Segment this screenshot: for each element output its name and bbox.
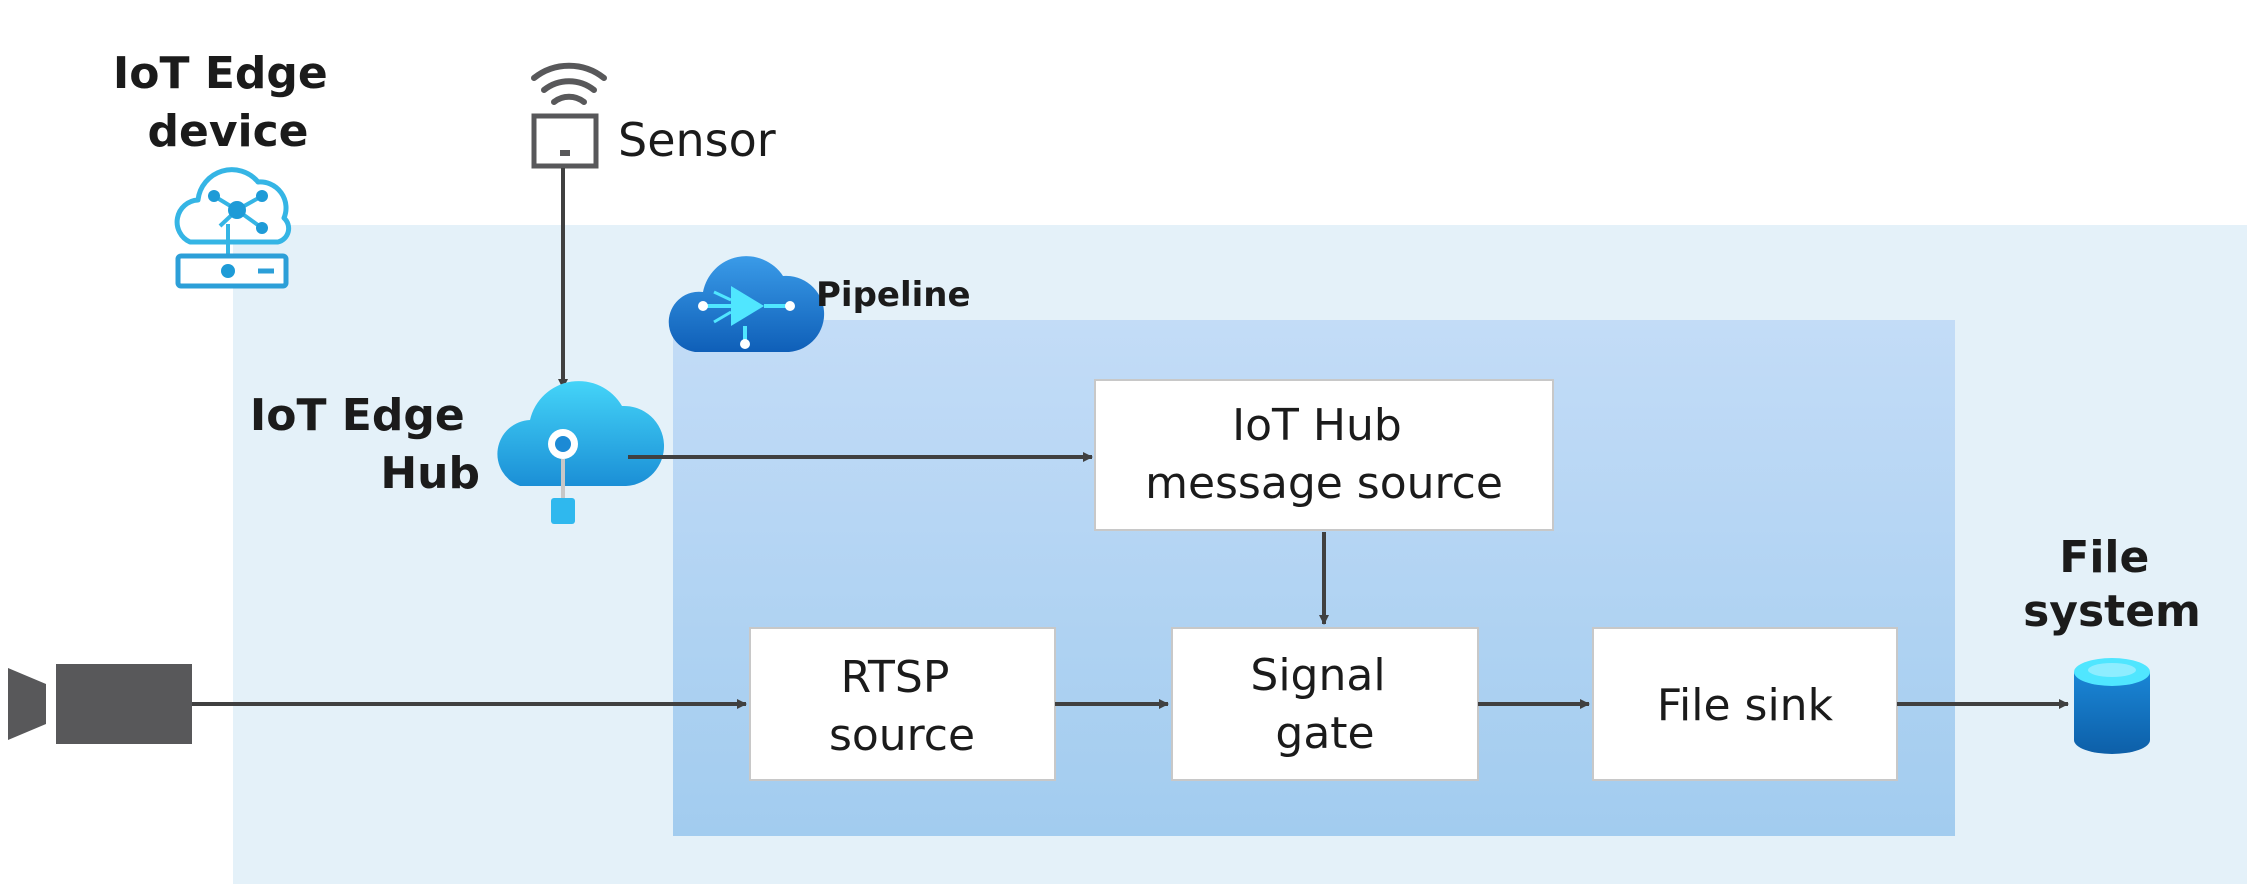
pipeline-icon — [668, 256, 825, 352]
sensor-label: Sensor — [618, 113, 776, 167]
node-iothub-message-source — [1094, 379, 1554, 531]
iot-edge-device-icon — [174, 167, 292, 289]
node-file-sink — [1592, 627, 1898, 781]
device-label: IoT Edge device — [113, 48, 343, 157]
node-rtsp-source-label: RTSP source — [829, 652, 975, 761]
node-signal-gate-label: Signal gate — [1250, 650, 1399, 759]
node-iothub-message-source-label: IoT Hub message source — [1145, 400, 1503, 509]
database-icon — [2074, 658, 2150, 754]
pipeline-label: Pipeline — [816, 275, 971, 315]
node-signal-gate — [1171, 627, 1479, 781]
iot-edge-hub-icon — [497, 381, 665, 524]
node-rtsp-source — [749, 627, 1056, 781]
node-file-sink-label: File sink — [1657, 680, 1834, 731]
camera-icon — [8, 664, 192, 744]
sensor-icon — [531, 62, 607, 169]
file-system-label: File system — [2023, 532, 2201, 637]
hub-label: IoT Edge Hub — [250, 390, 480, 499]
